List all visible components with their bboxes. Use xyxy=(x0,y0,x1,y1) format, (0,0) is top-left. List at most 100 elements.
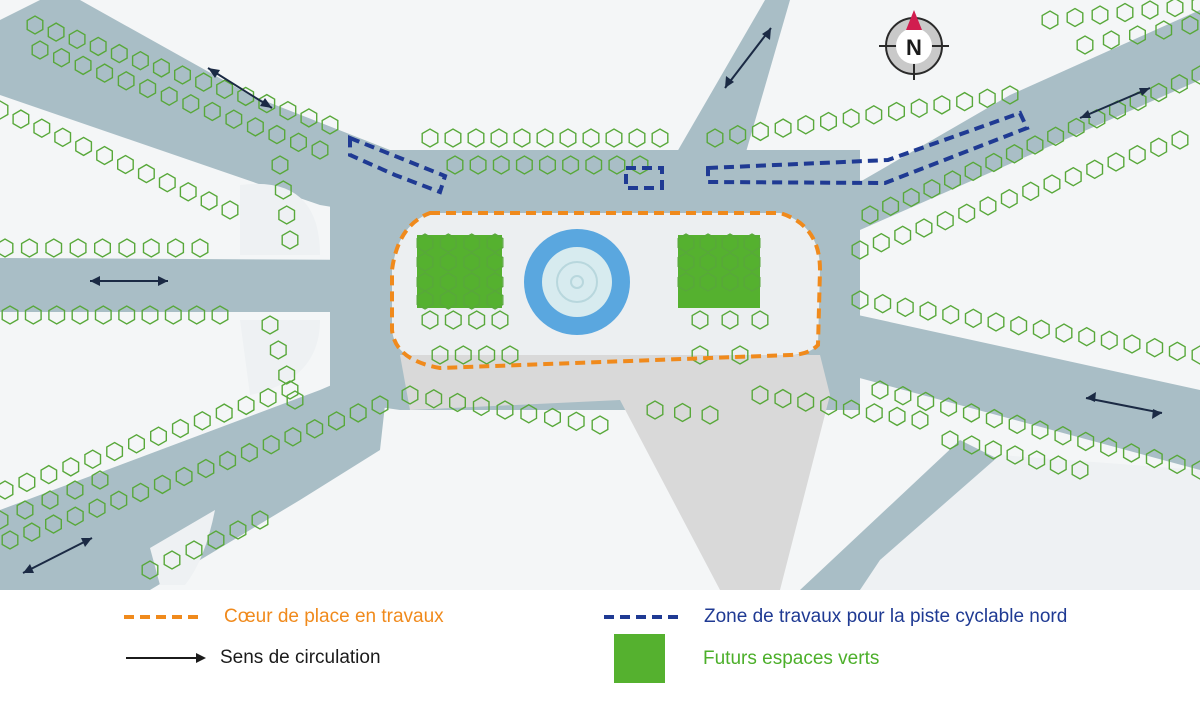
tree-icon xyxy=(1008,414,1026,435)
tree-icon xyxy=(69,238,87,258)
tree-icon xyxy=(591,415,609,435)
tree-icon xyxy=(1064,166,1082,187)
tree-icon xyxy=(539,155,556,175)
tree-icon xyxy=(1091,5,1109,25)
compass-needle-icon xyxy=(906,10,922,30)
green-space-east xyxy=(678,235,760,308)
tree-icon xyxy=(1010,315,1028,336)
tree-icon xyxy=(699,233,717,253)
tree-icon xyxy=(240,442,258,463)
tree-icon xyxy=(454,345,472,365)
tree-icon xyxy=(917,391,935,412)
tree-icon xyxy=(468,310,486,330)
tree-icon xyxy=(1122,443,1140,463)
tree-icon xyxy=(888,101,905,122)
tree-icon xyxy=(562,155,580,175)
fountain xyxy=(524,229,630,335)
tree-icon xyxy=(75,136,93,157)
bike-work-zone-center xyxy=(624,166,664,190)
plaza-work-zone-outline xyxy=(390,211,823,371)
fountain-center xyxy=(570,275,584,289)
tree-icon xyxy=(699,272,717,292)
tree-icon xyxy=(608,155,626,175)
tree-icon xyxy=(936,210,954,231)
tree-icon xyxy=(261,315,279,335)
arrowhead xyxy=(90,276,100,286)
tree-icon xyxy=(1102,30,1120,50)
tree-icon xyxy=(1128,144,1146,165)
tree-icon xyxy=(1145,448,1163,469)
tree-icon xyxy=(631,155,649,175)
tree-icon xyxy=(431,345,449,365)
green-space-west xyxy=(417,235,502,308)
tree-icon xyxy=(1006,445,1024,465)
tree-icon xyxy=(439,233,457,253)
tree-icon xyxy=(979,196,997,216)
tree-icon xyxy=(888,406,906,427)
map-canvas: N xyxy=(0,0,1200,590)
tree-icon xyxy=(721,233,739,253)
tree-icon xyxy=(1047,126,1065,147)
tree-icon xyxy=(274,180,292,200)
tree-icon xyxy=(933,95,951,115)
arrowhead xyxy=(260,98,272,108)
tree-icon xyxy=(127,433,146,454)
south-walkway xyxy=(400,355,830,590)
avenue-northeast xyxy=(820,10,1200,230)
tree-icon xyxy=(281,230,299,250)
tree-icon xyxy=(439,252,457,272)
tree-icon xyxy=(567,411,585,432)
tree-icon xyxy=(896,297,914,318)
tree-icon xyxy=(12,109,30,129)
tree-icon xyxy=(179,181,197,202)
tree-icon xyxy=(1078,326,1096,347)
tree-icon xyxy=(216,79,234,100)
tree-icon xyxy=(1168,341,1186,362)
tree-icon xyxy=(203,101,221,122)
tree-icon xyxy=(882,196,900,217)
arrowhead xyxy=(1080,110,1091,118)
compass-center xyxy=(896,28,932,64)
tree-icon xyxy=(1100,437,1118,457)
tree-icon xyxy=(1128,25,1147,45)
tree-icon xyxy=(691,310,709,330)
tree-icon xyxy=(182,93,200,114)
tree-icon xyxy=(45,514,62,534)
tree-icon xyxy=(110,490,128,511)
arrowhead xyxy=(762,28,771,40)
tree-icon xyxy=(237,395,255,416)
tree-icon xyxy=(820,111,837,132)
tree-icon xyxy=(1107,152,1125,172)
tree-icon xyxy=(701,405,719,425)
tree-icon xyxy=(585,155,603,175)
traffic-arrow-northeast xyxy=(1079,87,1151,119)
tree-icon xyxy=(751,121,769,142)
tree-icon xyxy=(1155,20,1173,40)
tree-icon xyxy=(472,396,490,417)
tree-icon xyxy=(871,380,889,400)
tree-icon xyxy=(940,397,958,417)
tree-icon xyxy=(278,365,296,385)
tree-icon xyxy=(628,128,646,148)
tree-icon xyxy=(1077,431,1095,452)
tree-icon xyxy=(41,490,59,510)
green-square-icon xyxy=(614,634,665,683)
tree-icon xyxy=(31,40,49,60)
tree-icon xyxy=(321,115,339,135)
tree-icon xyxy=(251,510,269,530)
tree-icon xyxy=(0,510,9,530)
tree-icon xyxy=(281,380,299,400)
tree-icon xyxy=(191,238,209,258)
traffic-arrows xyxy=(22,27,1163,574)
tree-icon xyxy=(219,450,237,471)
tree-icon xyxy=(167,238,185,258)
arrowhead xyxy=(725,76,734,88)
tree-icon xyxy=(149,426,168,447)
arrowhead xyxy=(1086,392,1096,402)
tree-icon xyxy=(1146,337,1164,358)
tree-icon xyxy=(706,128,724,148)
avenue-west xyxy=(0,258,385,312)
tree-icon xyxy=(110,43,128,64)
tree-icon xyxy=(84,449,102,470)
